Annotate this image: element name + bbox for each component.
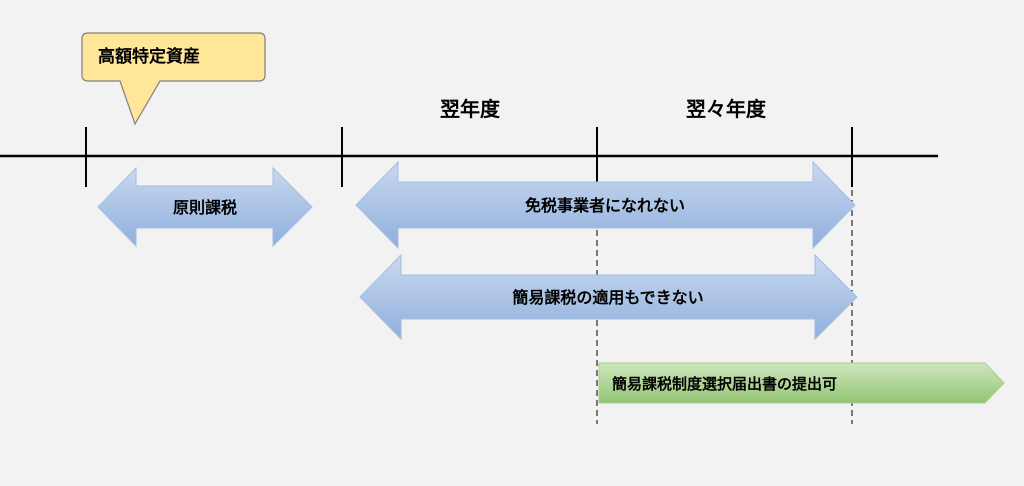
arrow-cannot-be-exempt: 免税事業者になれない <box>355 160 856 250</box>
arrow-label: 原則課税 <box>173 198 237 217</box>
asset-callout: 高額特定資産 <box>81 32 266 126</box>
double-arrow-shape <box>359 253 858 341</box>
arrow-label: 簡易課税制度選択届出書の提出可 <box>612 375 837 393</box>
year-label-next: 翌年度 <box>440 97 501 121</box>
arrow-cannot-use-simplified: 簡易課税の適用もできない <box>359 253 858 341</box>
double-arrow-shape <box>97 166 313 248</box>
double-arrow-shape <box>355 160 856 250</box>
year-label-after-next: 翌々年度 <box>686 97 767 121</box>
callout-bubble <box>81 32 266 126</box>
arrow-principle-taxation: 原則課税 <box>97 166 313 248</box>
callout-label: 高額特定資産 <box>98 46 200 67</box>
arrow-filing-possible: 簡易課税制度選択届出書の提出可 <box>598 362 1005 404</box>
single-arrow-shape <box>598 362 1005 404</box>
arrow-label: 免税事業者になれない <box>525 196 685 215</box>
arrow-label: 簡易課税の適用もできない <box>511 288 703 307</box>
